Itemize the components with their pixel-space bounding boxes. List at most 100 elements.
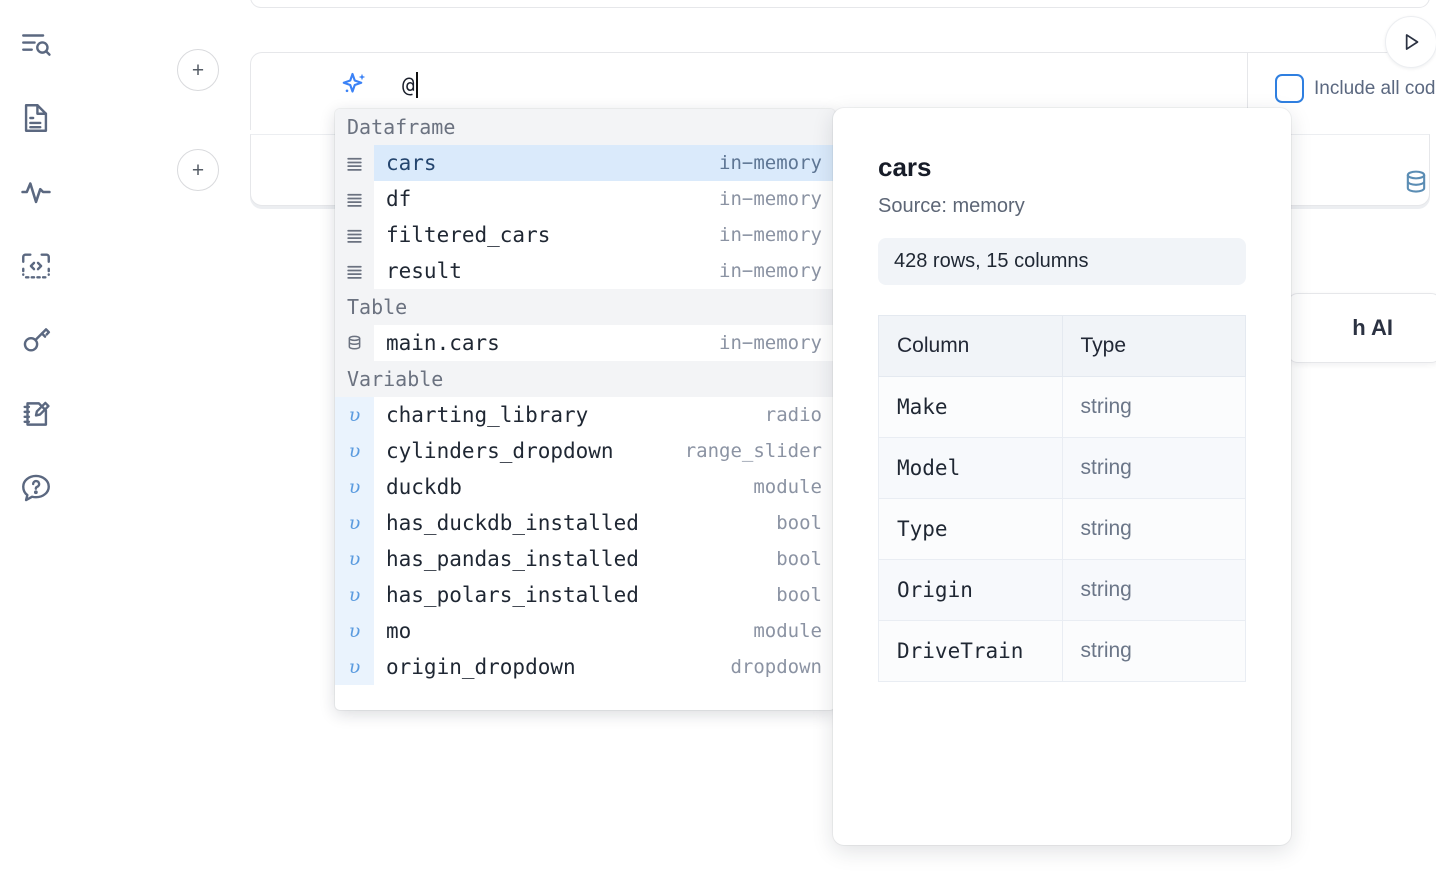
- autocomplete-item-type: in−memory: [719, 332, 822, 354]
- schema-column-name: Make: [878, 376, 1063, 438]
- column-header-column: Column: [878, 315, 1063, 377]
- autocomplete-section-header: Table: [335, 289, 835, 325]
- autocomplete-item-name: main.cars: [386, 331, 500, 355]
- autocomplete-item-type: in−memory: [719, 188, 822, 210]
- variable-icon: υ: [335, 397, 374, 433]
- variable-icon: υ: [335, 469, 374, 505]
- cell-card-above: [250, 0, 1430, 8]
- autocomplete-item-type: bool: [776, 548, 822, 570]
- dataframe-icon: [335, 217, 374, 253]
- ai-prompt-input[interactable]: @: [402, 68, 1222, 102]
- variable-icon: υ: [335, 541, 374, 577]
- detail-title: cars: [878, 152, 932, 182]
- autocomplete-item-name: filtered_cars: [386, 223, 551, 247]
- completion-detail-panel: cars Source: memory 428 rows, 15 columns…: [833, 108, 1291, 845]
- autocomplete-item-type: bool: [776, 512, 822, 534]
- autocomplete-item-type: module: [753, 476, 822, 498]
- schema-column-type: string: [1061, 620, 1246, 682]
- autocomplete-item-type: in−memory: [719, 224, 822, 246]
- column-header-type: Type: [1061, 315, 1246, 377]
- key-icon[interactable]: [12, 314, 60, 366]
- schema-column-type: string: [1061, 376, 1246, 438]
- autocomplete-item-type: bool: [776, 584, 822, 606]
- autocomplete-section-header: Dataframe: [335, 109, 835, 145]
- autocomplete-item[interactable]: cars in−memory: [335, 145, 835, 181]
- autocomplete-item-name: charting_library: [386, 403, 589, 427]
- variable-icon: υ: [335, 505, 374, 541]
- autocomplete-item[interactable]: main.cars in−memory: [335, 325, 835, 361]
- include-all-code-checkbox[interactable]: [1275, 74, 1304, 103]
- add-cell-button-top[interactable]: +: [177, 49, 219, 91]
- autocomplete-item-name: origin_dropdown: [386, 655, 576, 679]
- include-all-code-toggle[interactable]: Include all code: [1275, 74, 1436, 103]
- schema-column-name: Origin: [878, 559, 1063, 621]
- scratchpad-edit-icon[interactable]: [12, 388, 60, 440]
- autocomplete-item[interactable]: result in−memory: [335, 253, 835, 289]
- autocomplete-item[interactable]: υ charting_library radio: [335, 397, 835, 433]
- autocomplete-item-type: in−memory: [719, 260, 822, 282]
- ai-chip[interactable]: h AI: [1287, 293, 1436, 363]
- autocomplete-item-type: dropdown: [730, 656, 822, 678]
- help-chat-icon[interactable]: [12, 462, 60, 514]
- schema-column-type: string: [1061, 498, 1246, 560]
- detail-shape-badge: 428 rows, 15 columns: [878, 238, 1246, 285]
- schema-column-type: string: [1061, 437, 1246, 499]
- left-icon-rail: [0, 0, 72, 874]
- text-caret: [415, 72, 418, 98]
- autocomplete-item-name: df: [386, 187, 412, 211]
- dataframe-icon: [335, 145, 374, 181]
- autocomplete-item[interactable]: υ origin_dropdown dropdown: [335, 649, 835, 685]
- add-cell-button-bottom[interactable]: +: [177, 149, 219, 191]
- database-icon: [335, 325, 374, 361]
- schema-column-type: string: [1061, 559, 1246, 621]
- autocomplete-item-type: in−memory: [719, 152, 822, 174]
- autocomplete-item-name: cylinders_dropdown: [386, 439, 614, 463]
- dataframe-icon: [335, 253, 374, 289]
- include-all-code-label: Include all code: [1314, 77, 1436, 99]
- autocomplete-item-type: module: [753, 620, 822, 642]
- variable-icon: υ: [335, 613, 374, 649]
- sparkle-icon: [340, 70, 370, 100]
- autocomplete-item-type: radio: [764, 404, 822, 426]
- autocomplete-section-header: Variable: [335, 361, 835, 397]
- schema-column-name: Type: [878, 498, 1063, 560]
- autocomplete-item[interactable]: υ has_polars_installed bool: [335, 577, 835, 613]
- database-icon[interactable]: [1402, 168, 1430, 201]
- dataframe-icon: [335, 181, 374, 217]
- autocomplete-item-type: range_slider: [684, 440, 822, 462]
- table-header-row: Column Type: [878, 315, 1246, 377]
- schema-column-name: DriveTrain: [878, 620, 1063, 682]
- autocomplete-item-name: has_polars_installed: [386, 583, 639, 607]
- code-snippet-icon[interactable]: [12, 240, 60, 292]
- schema-column-name: Model: [878, 437, 1063, 499]
- document-icon[interactable]: [12, 92, 60, 144]
- autocomplete-item[interactable]: df in−memory: [335, 181, 835, 217]
- activity-icon[interactable]: [12, 166, 60, 218]
- variable-icon: υ: [335, 577, 374, 613]
- run-button[interactable]: [1385, 16, 1436, 68]
- detail-source: Source: memory: [878, 195, 1025, 217]
- autocomplete-item-name: mo: [386, 619, 412, 643]
- explore-search-icon[interactable]: [12, 18, 60, 70]
- autocomplete-item-name: result: [386, 259, 462, 283]
- variable-icon: υ: [335, 649, 374, 685]
- autocomplete-item-name: duckdb: [386, 475, 462, 499]
- cell-output-icons: M↓: [1402, 168, 1436, 201]
- autocomplete-item[interactable]: filtered_cars in−memory: [335, 217, 835, 253]
- autocomplete-item-name: cars: [386, 151, 437, 175]
- ai-prompt-value: @: [402, 73, 415, 97]
- ai-chip-label: h AI: [1352, 315, 1393, 340]
